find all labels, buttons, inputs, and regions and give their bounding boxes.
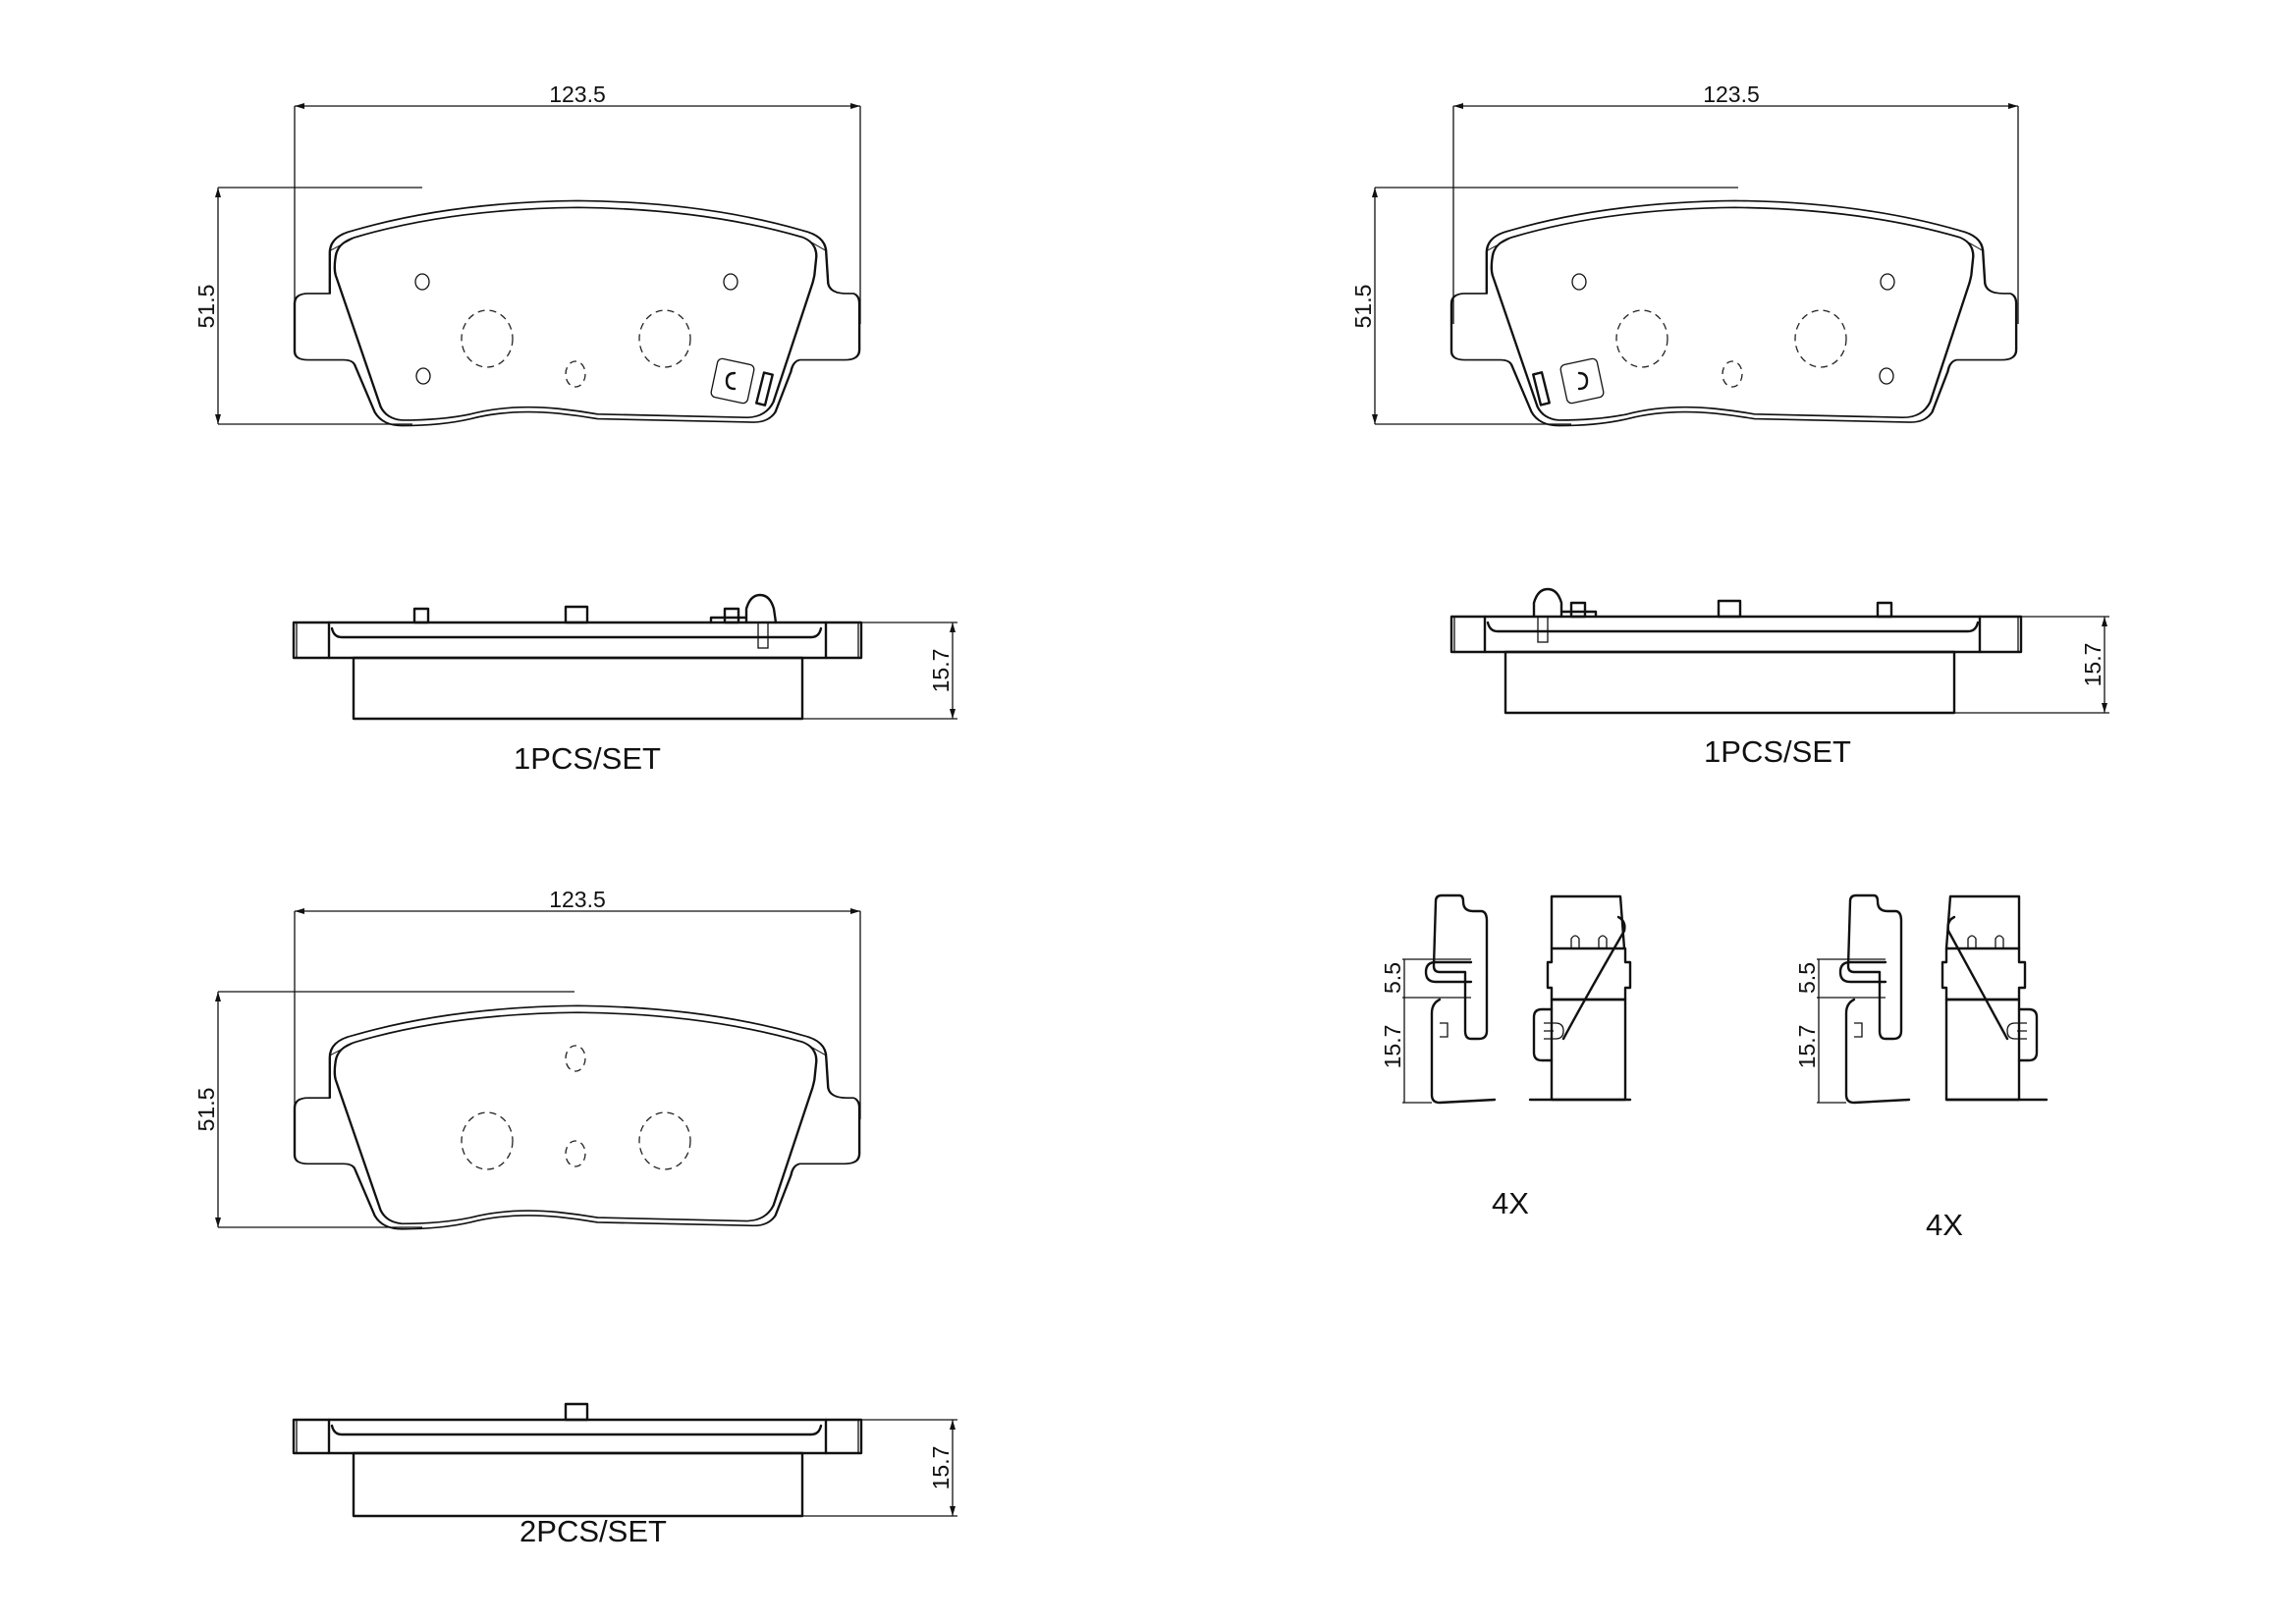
width-dimension-label: 123.5 bbox=[549, 887, 606, 912]
quantity-label: 4X bbox=[1926, 1208, 1963, 1242]
small-dimension-label: 5.5 bbox=[1380, 962, 1405, 994]
wear-sensor-icon bbox=[710, 357, 774, 406]
side-view-bottom-left: 15.7 2PCS/SET bbox=[292, 1402, 957, 1548]
quantity-label: 1PCS/SET bbox=[514, 741, 661, 776]
thickness-dimension-label: 15.7 bbox=[2080, 643, 2105, 687]
side-view-top-right: 15.7 1PCS/SET bbox=[1449, 587, 2109, 769]
pad-bottom-left-drawing: 123.5 51.5 bbox=[193, 887, 861, 1230]
quantity-label: 2PCS/SET bbox=[519, 1514, 667, 1548]
height-dimension-label: 51.5 bbox=[193, 285, 219, 329]
quantity-label: 1PCS/SET bbox=[1704, 734, 1851, 769]
pad-top-left-drawing: 123.5 51.5 bbox=[193, 81, 861, 427]
thickness-dimension-label: 15.7 bbox=[928, 1446, 954, 1490]
pad-top-right-drawing: 123.5 51.5 bbox=[1350, 81, 2019, 427]
large-dimension-label: 15.7 bbox=[1794, 1025, 1820, 1069]
width-dimension-label: 123.5 bbox=[1703, 81, 1760, 107]
clip-set-left: 5.5 15.7 4X bbox=[1380, 893, 1632, 1220]
height-dimension-label: 51.5 bbox=[193, 1088, 219, 1132]
small-dimension-label: 5.5 bbox=[1794, 962, 1820, 994]
wear-sensor-icon bbox=[1532, 357, 1605, 406]
height-dimension-label: 51.5 bbox=[1350, 285, 1376, 329]
clip-set-right: 5.5 15.7 4X bbox=[1794, 893, 2049, 1242]
side-view-top-left: 15.7 1PCS/SET bbox=[292, 593, 957, 776]
quantity-label: 4X bbox=[1492, 1186, 1529, 1220]
thickness-dimension-label: 15.7 bbox=[928, 649, 954, 693]
large-dimension-label: 15.7 bbox=[1380, 1025, 1405, 1069]
width-dimension-label: 123.5 bbox=[549, 81, 606, 107]
